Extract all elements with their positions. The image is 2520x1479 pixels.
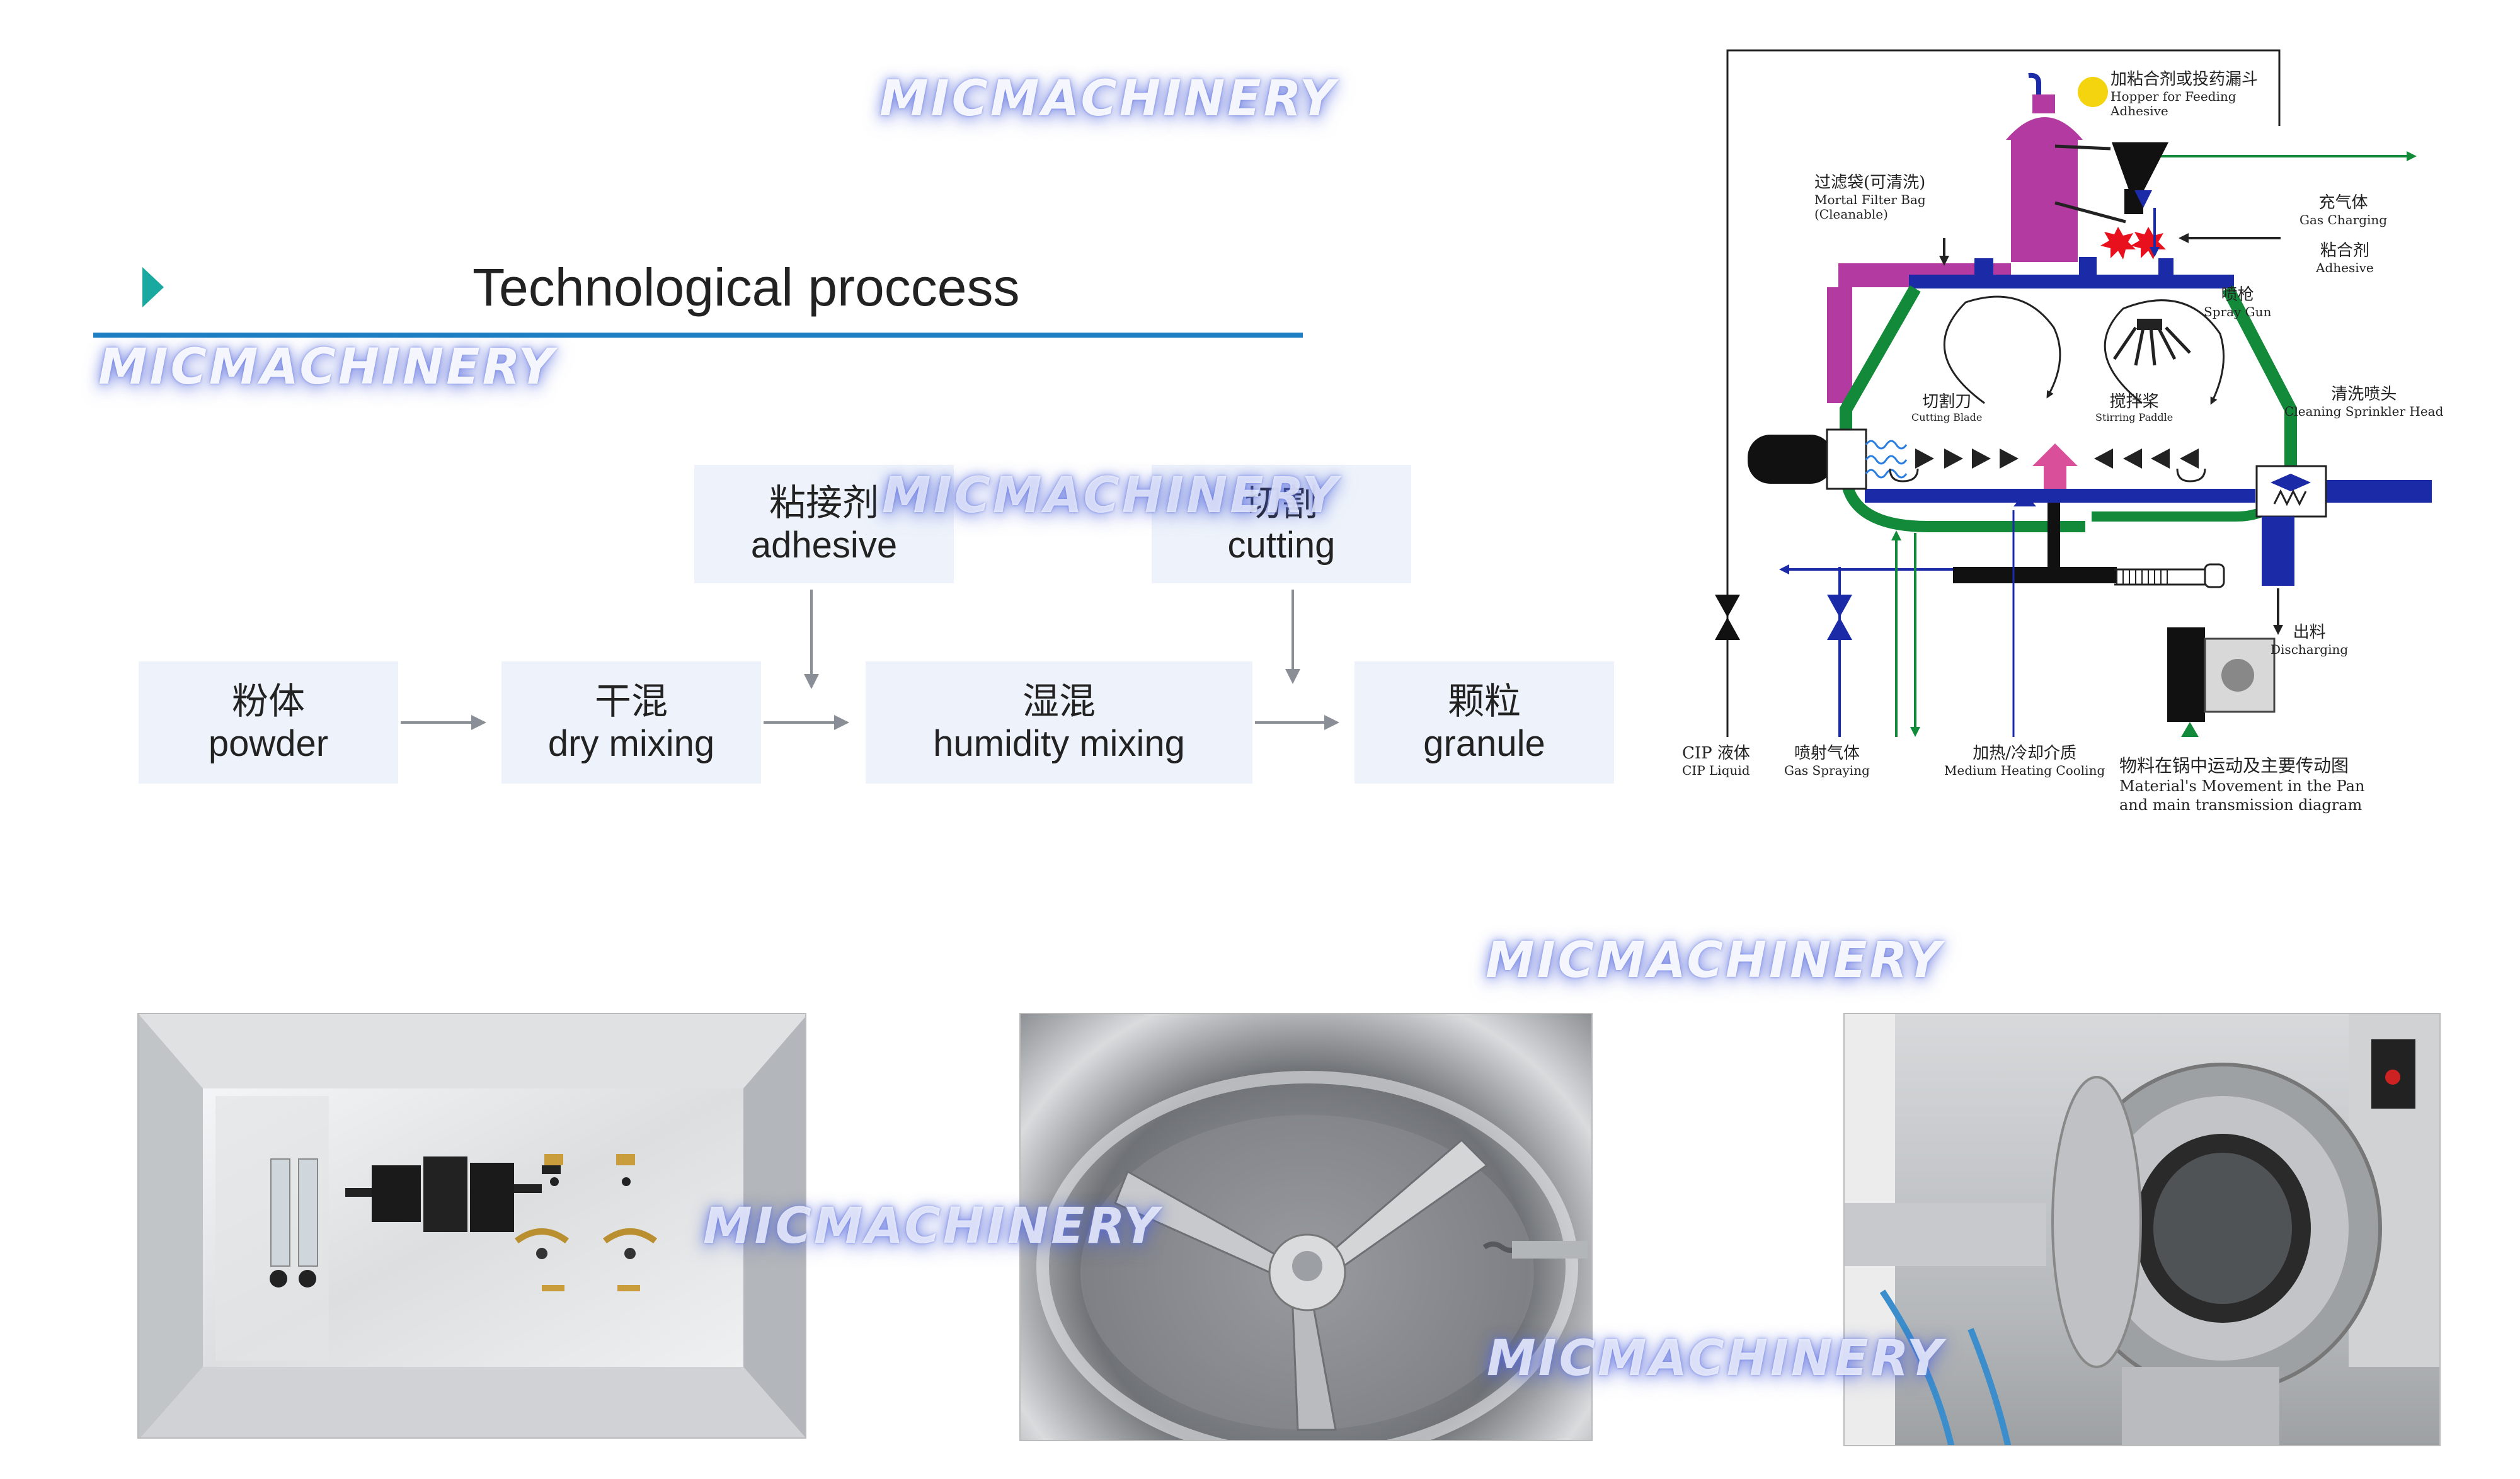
- vessel-bottom-left: [1840, 477, 2085, 532]
- drive-belt-spring: [2116, 569, 2168, 585]
- discharge-motor: [2167, 627, 2205, 722]
- cutter-motor: [1748, 435, 1833, 484]
- paddle-blade-5: [2094, 448, 2113, 469]
- center-up-arrow: [2032, 443, 2078, 489]
- vessel-lid: [1909, 275, 2234, 288]
- label-stirring-paddle: 搅拌桨 Stirring Paddle: [2095, 392, 2174, 423]
- flow-cutting-zh: 切割: [1244, 481, 1318, 524]
- filter-bag-cap: [2032, 94, 2055, 113]
- hopper: [2112, 142, 2168, 191]
- label-gas-spraying: 喷射气体 Gas Spraying: [1784, 744, 1870, 778]
- discharge-motor-hub: [2221, 659, 2254, 692]
- spray-gun-icon: [2112, 326, 2191, 366]
- flow-box-granule: 颗粒 granule: [1354, 661, 1614, 784]
- flow-box-humidity-mixing: 湿混 humidity mixing: [866, 661, 1252, 784]
- label-hopper: 加粘合剂或投药漏斗 Hopper for Feeding Adhesive: [2110, 70, 2259, 118]
- flow-granule-en: granule: [1423, 723, 1545, 764]
- paddle-blade-8: [2180, 448, 2199, 469]
- hopper-indicator: [2078, 77, 2108, 107]
- label-gas-charging: 充气体 Gas Charging: [2300, 193, 2388, 227]
- spray-gun-body: [2137, 319, 2162, 330]
- valve-fins: [2273, 489, 2307, 506]
- vessel-floor: [1865, 489, 2255, 503]
- photo-discharge-port: [1843, 1013, 2441, 1446]
- diagram-caption: 物料在锅中运动及主要传动图 Material's Movement in the…: [2119, 755, 2365, 814]
- filter-bag-top: [2006, 117, 2083, 140]
- paddle-blade-4: [2000, 448, 2019, 469]
- arc-right-1: [2176, 468, 2206, 483]
- flow-loop-left: [1943, 295, 2061, 404]
- label-discharging: 出料 Discharging: [2271, 623, 2349, 657]
- flow-cutting-en: cutting: [1227, 525, 1336, 566]
- flow-box-powder: 粉体 powder: [139, 661, 398, 784]
- paddle-blade-7: [2151, 448, 2170, 469]
- filter-pipe: [2028, 72, 2041, 94]
- flow-box-dry-mixing: 干混 dry mixing: [501, 661, 761, 784]
- cip-valve: [1715, 595, 1740, 640]
- paddle-blade-1: [1915, 448, 1934, 469]
- flow-powder-en: powder: [208, 723, 329, 764]
- flow-humidity-mixing-en: humidity mixing: [933, 723, 1185, 764]
- flow-box-cutting: 切割 cutting: [1152, 465, 1411, 583]
- filter-bag-housing: [2011, 140, 2078, 262]
- paddle-blade-6: [2123, 448, 2142, 469]
- flow-box-adhesive: 粘接剂 adhesive: [694, 465, 954, 583]
- flow-adhesive-zh: 粘接剂: [769, 481, 879, 524]
- cutter-housing: [1826, 428, 1867, 490]
- label-cleaning-head: 清洗喷头 Cleaning Sprinkler Head: [2284, 385, 2444, 419]
- lid-port-left: [1974, 258, 1993, 275]
- flow-powder-zh: 粉体: [231, 679, 305, 722]
- flow-loop-right: [2104, 299, 2225, 405]
- photo-control-panel: [137, 1013, 806, 1439]
- flow-dry-mixing-zh: 干混: [594, 679, 668, 722]
- flow-humidity-mixing-zh: 湿混: [1022, 679, 1096, 722]
- adhesive-burst-left: [2100, 227, 2136, 260]
- drive-motor-end: [2204, 563, 2225, 588]
- label-medium: 加热/冷却介质 Medium Heating Cooling: [1944, 744, 2105, 778]
- gas-spraying-valve: [1827, 595, 1852, 640]
- page-title: Technological proccess: [472, 258, 1020, 317]
- filter-to-hopper: [2054, 144, 2126, 224]
- label-filter: 过滤袋(可清洗) Mortal Filter Bag (Cleanable): [1814, 173, 1926, 222]
- paddle-blade-3: [1972, 448, 1991, 469]
- discharge-chute: [2262, 517, 2294, 586]
- main-shaft: [2048, 503, 2060, 571]
- label-adhesive: 粘合剂 Adhesive: [2316, 241, 2374, 275]
- flow-dry-mixing-en: dry mixing: [547, 723, 715, 764]
- label-cutting-blade: 切割刀 Cutting Blade: [1911, 392, 1983, 423]
- mixing-bowl-illustration: [1036, 1071, 1588, 1440]
- frame-line: [1726, 49, 2281, 592]
- photo-mixing-bowl: [1019, 1013, 1593, 1441]
- discharge-port-illustration: [1845, 1014, 2439, 1445]
- hopper-down-arrow: [2134, 190, 2152, 208]
- label-spray-gun: 喷枪 Spray Gun: [2204, 285, 2272, 319]
- discharge-valve: [2255, 465, 2327, 518]
- title-marker-icon: [142, 267, 164, 307]
- valve-eye: [2271, 474, 2311, 491]
- lid-port-right: [2158, 258, 2174, 275]
- label-cip: CIP 液体 CIP Liquid: [1682, 744, 1750, 778]
- adhesive-burst-right: [2131, 227, 2166, 260]
- flow-adhesive-en: adhesive: [750, 525, 898, 566]
- arc-left-1: [1889, 468, 1919, 483]
- floor-up-arrow: [2013, 493, 2036, 506]
- main-drive-bar: [1953, 567, 2117, 583]
- lid-port-mid: [2079, 257, 2097, 275]
- cutter-spring: [1865, 440, 1908, 479]
- motor-up-arrow: [2181, 722, 2199, 737]
- title-underline: [93, 333, 1303, 338]
- flow-granule-zh: 颗粒: [1447, 679, 1521, 722]
- drive-belt: [2114, 568, 2206, 586]
- control-panel-illustration: [139, 1014, 805, 1437]
- paddle-blade-2: [1944, 448, 1963, 469]
- process-diagram: [1715, 49, 2432, 737]
